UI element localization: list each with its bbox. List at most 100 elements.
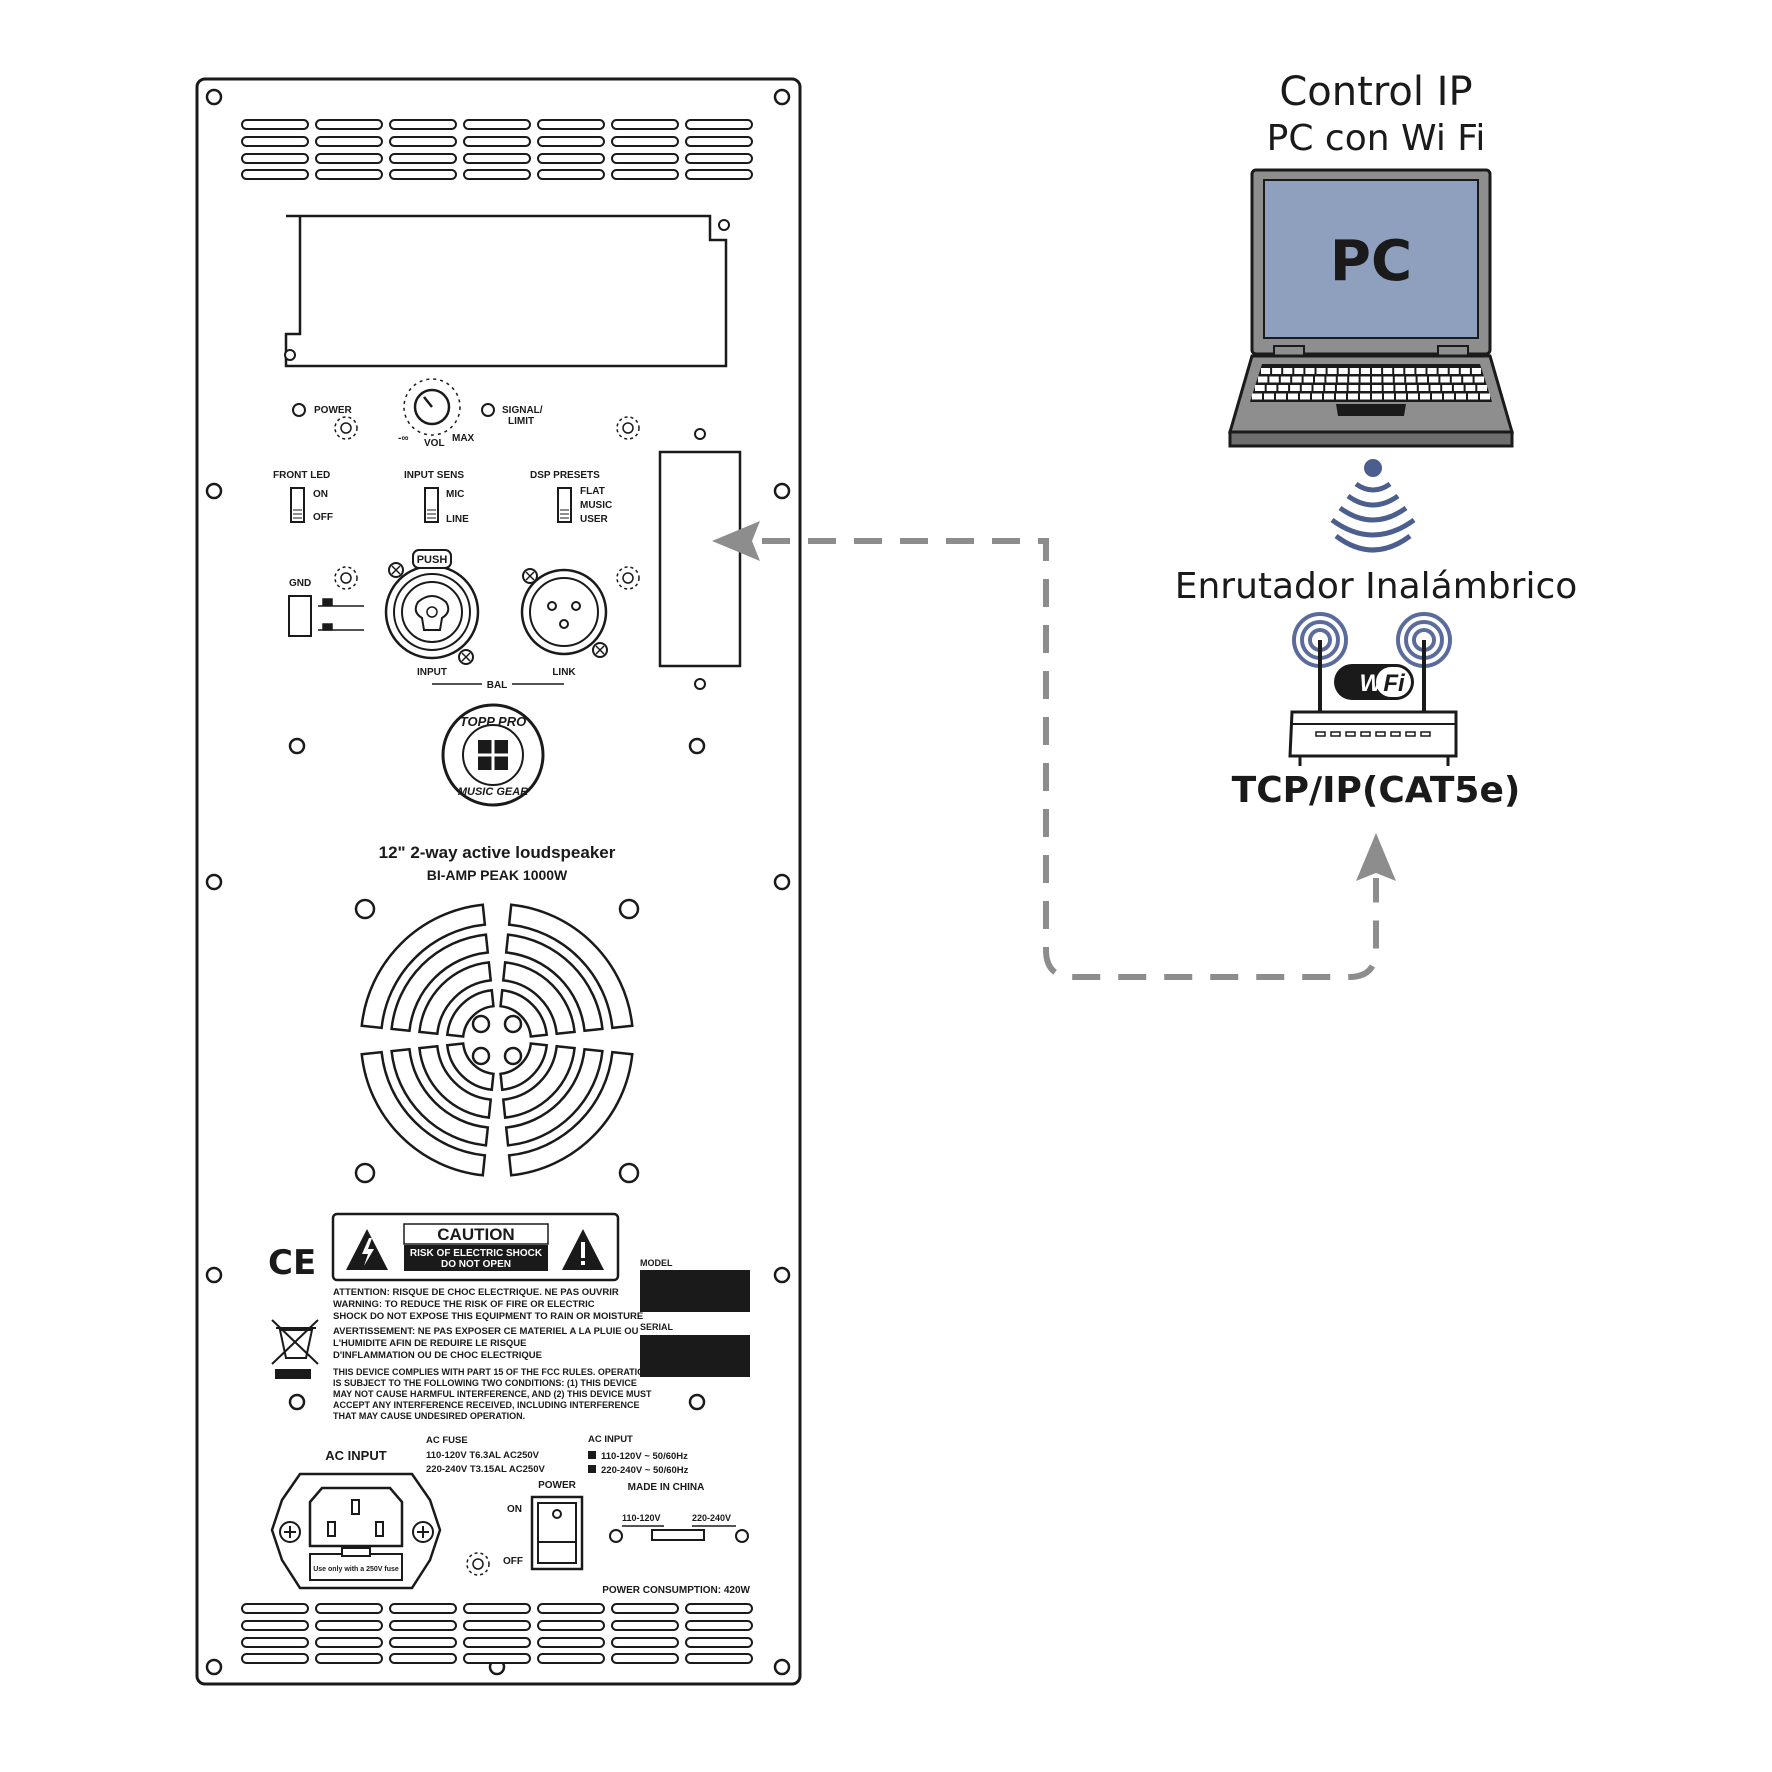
connection-type-label: TCP/IP(CAT5e)	[1232, 770, 1521, 811]
screw-head-icon	[334, 416, 358, 440]
vent-slot	[537, 119, 605, 130]
mount-hole	[288, 1393, 306, 1411]
screw-head-icon	[466, 1552, 490, 1576]
mount-hole	[288, 737, 306, 755]
panel-screw-holes	[205, 88, 791, 1676]
mount-hole	[773, 1266, 791, 1284]
iec-power-inlet[interactable]: Use only with a 250V fuse	[270, 1472, 442, 1590]
vent-slot	[463, 119, 531, 130]
vent-slot	[537, 153, 605, 164]
power-led	[292, 403, 306, 417]
diagram-title: Control IP	[1279, 69, 1472, 115]
fan-grille-slot	[360, 1050, 487, 1177]
vent-slot	[463, 1620, 531, 1631]
top-vent-slots	[241, 119, 753, 180]
arrow-to-router	[1356, 833, 1396, 881]
laptop-screen-label: PC	[1330, 229, 1412, 294]
vent-slot	[685, 1653, 753, 1664]
laptop-pc: PC	[1228, 168, 1514, 448]
fan-grille-slot	[390, 1047, 490, 1147]
fan-grille-slot	[499, 1042, 549, 1092]
gnd-switch[interactable]	[288, 595, 312, 637]
volume-knob[interactable]	[403, 378, 461, 436]
wireless-router: Wi Fi	[1288, 612, 1458, 766]
vent-slot	[241, 119, 309, 130]
vol-min-label: -∞	[398, 433, 408, 444]
svg-text:220-240V ~ 50/60Hz: 220-240V ~ 50/60Hz	[601, 1465, 689, 1476]
svg-text:WARNING: TO REDUCE THE RISK OF: WARNING: TO REDUCE THE RISK OF FIRE OR E…	[333, 1299, 595, 1310]
front-led-switch[interactable]	[290, 487, 305, 523]
svg-text:LINE: LINE	[446, 514, 469, 525]
vent-slot	[389, 136, 457, 147]
screw-head-icon	[522, 568, 538, 584]
power-rating: BI-AMP PEAK 1000W	[427, 867, 568, 883]
fan-grille-slot	[418, 961, 493, 1036]
router-led	[1420, 731, 1431, 737]
screw-head-icon	[334, 566, 358, 590]
dsp-presets-switch[interactable]	[557, 487, 572, 523]
link-jack-label: LINK	[552, 667, 576, 678]
push-label: PUSH	[417, 554, 448, 566]
vent-slot	[389, 119, 457, 130]
fan-grille-slot	[504, 1047, 604, 1147]
vent-slot	[315, 1603, 383, 1614]
vent-slot	[685, 169, 753, 180]
mount-hole	[205, 873, 223, 891]
fuse-rating-text: AC FUSE 110-120V T6.3AL AC250V 220-240V …	[426, 1435, 545, 1475]
vent-slot	[389, 169, 457, 180]
vent-slot	[685, 119, 753, 130]
fan-grille-slot	[390, 933, 490, 1033]
router-led	[1360, 731, 1371, 737]
mount-hole	[205, 1658, 223, 1676]
cooling-fan-grille	[354, 898, 640, 1184]
svg-text:DO NOT OPEN: DO NOT OPEN	[441, 1259, 511, 1270]
fan-grille-slot	[499, 988, 549, 1038]
svg-text:OFF: OFF	[503, 1556, 523, 1567]
svg-text:SHOCK DO NOT EXPOSE THIS EQUIP: SHOCK DO NOT EXPOSE THIS EQUIPMENT TO RA…	[333, 1311, 643, 1322]
vol-max-label: MAX	[452, 433, 475, 444]
mount-hole	[688, 1393, 706, 1411]
push-tab[interactable]	[412, 549, 452, 569]
mount-hole	[773, 1658, 791, 1676]
screw-head-icon	[616, 416, 640, 440]
network-module-slot[interactable]	[658, 450, 742, 668]
xlr-link-output-jack[interactable]	[520, 568, 608, 656]
router-led	[1390, 731, 1401, 737]
input-sens-switch[interactable]	[424, 487, 439, 523]
power-rocker-switch[interactable]	[530, 1495, 584, 1571]
svg-text:AVERTISSEMENT: NE PAS EXPOSER: AVERTISSEMENT: NE PAS EXPOSER CE MATERIE…	[333, 1326, 639, 1337]
svg-text:AC INPUT: AC INPUT	[588, 1434, 633, 1445]
svg-text:ON: ON	[313, 489, 328, 500]
svg-text:ON: ON	[507, 1504, 522, 1515]
ce-mark: CE	[268, 1243, 316, 1283]
topp-pro-logo: TOPP PRO MUSIC GEAR	[441, 703, 545, 807]
serial-plate	[640, 1335, 750, 1377]
mount-hole	[688, 737, 706, 755]
svg-text:ACCEPT ANY INTERFERENCE RECEIV: ACCEPT ANY INTERFERENCE RECEIVED, INCLUD…	[333, 1400, 640, 1410]
vent-slot	[611, 1603, 679, 1614]
vent-slot	[241, 153, 309, 164]
router-antenna-left	[1292, 612, 1348, 720]
vent-slot	[537, 136, 605, 147]
voltage-selector-switch[interactable]	[609, 1525, 749, 1543]
fan-grille-slot	[418, 1044, 493, 1119]
vent-slot	[389, 153, 457, 164]
vent-slot	[315, 1620, 383, 1631]
vent-slot	[611, 1653, 679, 1664]
screw-head-icon	[458, 649, 474, 665]
caution-warning-box: CAUTION RISK OF ELECTRIC SHOCK DO NOT OP…	[331, 1212, 620, 1282]
vent-slot	[685, 1603, 753, 1614]
weee-bin-icon	[271, 1319, 319, 1379]
fan-grille-slot	[507, 1050, 634, 1177]
xlr-combo-input-jack[interactable]	[384, 564, 480, 660]
svg-text:Wi: Wi	[1359, 670, 1389, 697]
wifi-signal-icon	[1330, 459, 1416, 553]
router-antenna-right	[1396, 612, 1452, 720]
vent-slot	[611, 136, 679, 147]
mount-hole	[773, 88, 791, 106]
safety-warning-text: ATTENTION: RISQUE DE CHOC ELECTRIQUE. NE…	[333, 1287, 643, 1361]
dsp-presets-label: DSP PRESETS	[530, 470, 600, 481]
vent-slot	[537, 169, 605, 180]
vent-slot	[315, 169, 383, 180]
